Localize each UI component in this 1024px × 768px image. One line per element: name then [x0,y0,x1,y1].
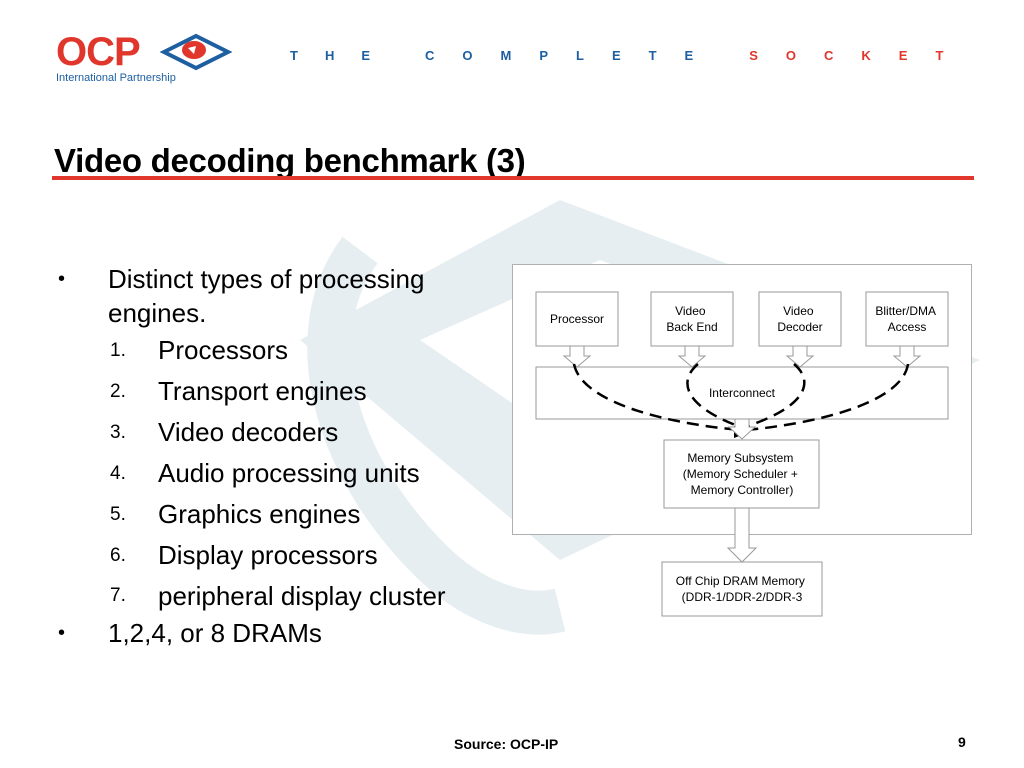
dram-line2: (DDR-1/DDR-2/DDR-3 [682,590,803,604]
logo-text: OCP [56,30,141,74]
numbered-item: 3. Video decoders [110,412,498,453]
item-number: 1. [110,340,126,361]
architecture-diagram: Processor Video Back End Video Decoder B… [512,264,972,617]
arrow-blitter-down [892,345,922,368]
bullet-list: • Distinct types of processing engines. … [58,262,498,650]
dram-line1: Off Chip DRAM Memory [676,574,805,588]
bullet-text: 1,2,4, or 8 DRAMs [108,618,322,648]
dram-label: Off Chip DRAM Memory (DDR-1/DDR-2/DDR-3 [676,574,808,604]
item-text: Display processors [158,540,378,570]
item-text: Audio processing units [158,458,420,488]
arrow-video-decoder-down [785,345,815,368]
logo-diamond-icon [160,33,232,71]
item-text: Transport engines [158,376,367,406]
interconnect-box [535,366,949,420]
numbered-item: 5. Graphics engines [110,494,498,535]
video-decoder-line1: Video [783,304,814,318]
memory-line1: Memory Subsystem [687,451,793,465]
bullet-item: • Distinct types of processing engines. [58,262,498,330]
bullet-item: • 1,2,4, or 8 DRAMs [58,616,498,650]
item-number: 2. [110,381,126,402]
arrow-memory-to-dram [726,507,758,563]
tagline: THE COMPLETE SOCKET [290,48,971,63]
bullet-text: Distinct types of processing engines. [108,264,425,328]
tagline-the: THE [290,48,397,63]
page-number: 9 [958,734,966,750]
blitter-label: Blitter/DMA Access [875,304,938,334]
item-text: Video decoders [158,417,339,447]
blitter-line1: Blitter/DMA [875,304,936,318]
processor-label: Processor [550,312,604,326]
numbered-item: 2. Transport engines [110,371,498,412]
video-decoder-box [758,291,842,347]
video-decoder-label: Video Decoder [777,304,822,334]
video-back-end-label: Video Back End [666,304,717,334]
numbered-item: 7. peripheral display cluster [110,580,498,612]
numbered-item: 1. Processors [110,330,498,371]
tagline-socket: SOCKET [749,48,972,63]
processor-box [535,291,619,347]
blitter-line2: Access [888,320,927,334]
tagline-complete: COMPLETE [425,48,722,63]
video-back-end-line2: Back End [666,320,717,334]
item-text: peripheral display cluster [158,581,446,611]
dashed-path-blitter [745,363,910,432]
dashed-path-processor [572,363,741,432]
arrow-processor-down [562,345,592,368]
slide-title: Video decoding benchmark (3) [54,142,526,179]
arrow-interconnect-to-memory [727,418,757,440]
item-number: 5. [110,504,126,525]
item-number: 3. [110,422,126,443]
video-back-end-box [650,291,734,347]
ocp-logo: OCP International Partnership [56,30,232,84]
memory-subsystem-label: Memory Subsystem (Memory Scheduler + Mem… [683,451,801,497]
item-text: Graphics engines [158,499,361,529]
logo-subtitle: International Partnership [56,72,176,84]
video-decoder-line2: Decoder [777,320,822,334]
dashed-path-video-decoder [747,363,806,428]
item-number: 7. [110,585,126,606]
dashed-path-video-back-end [686,363,739,428]
bullet-icon: • [58,622,66,644]
blitter-box [865,291,949,347]
dram-box [661,561,823,617]
source-note: Source: OCP-IP [454,736,559,752]
numbered-item: 6. Display processors [110,535,498,576]
video-back-end-line1: Video [675,304,706,318]
numbered-item: 4. Audio processing units [110,453,498,494]
title-underline [52,176,974,180]
bullet-icon: • [58,268,66,290]
item-number: 4. [110,463,126,484]
arrow-video-back-end-down [677,345,707,368]
memory-line2: (Memory Scheduler + [683,467,798,481]
memory-line3: Memory Controller) [691,483,794,497]
item-text: Processors [158,335,289,365]
item-number: 6. [110,545,126,566]
interconnect-label: Interconnect [709,386,776,400]
